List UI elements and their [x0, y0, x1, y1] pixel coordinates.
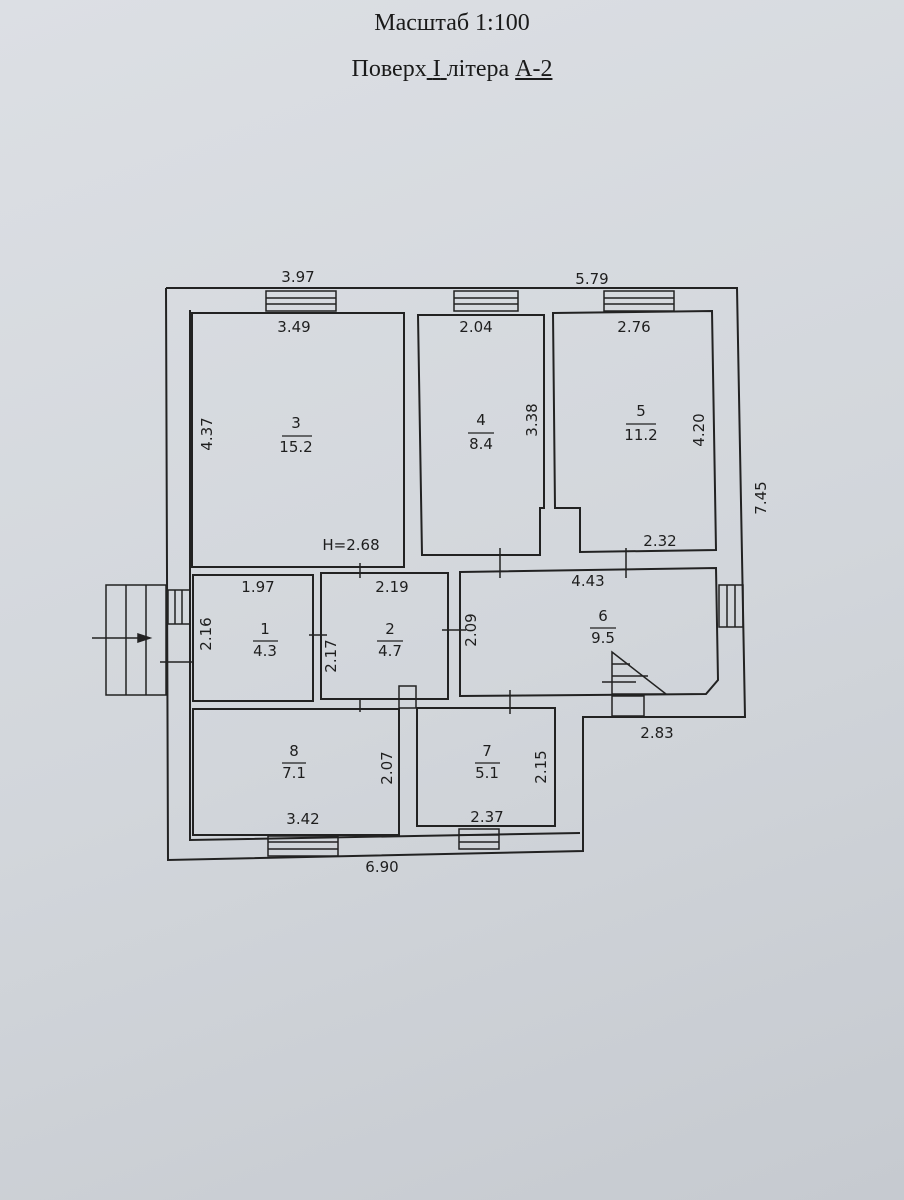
floor-label: Поверх I літера А-2 [0, 56, 904, 83]
ceiling-height: H=2.68 [322, 536, 379, 554]
area-underlines [253, 423, 656, 764]
room-3-number: 3 [291, 414, 301, 432]
room-4-area: 8.4 [469, 435, 493, 453]
dim-room7-right: 2.15 [532, 750, 550, 783]
room-8-walls [192, 708, 400, 836]
liter-value: А-2 [515, 56, 553, 82]
room-3-area: 15.2 [279, 438, 312, 456]
room-4-number: 4 [476, 411, 486, 429]
dim-outer-top-right: 5.79 [575, 270, 608, 288]
room-5-number: 5 [636, 402, 646, 420]
dim-outer-step: 2.83 [640, 724, 673, 742]
room-4-walls [416, 314, 545, 556]
room-6-area: 9.5 [591, 629, 615, 647]
outer-wall [165, 287, 747, 862]
dim-room4-right: 3.38 [523, 403, 541, 436]
stair-symbol [602, 650, 669, 717]
room-5-area: 11.2 [624, 426, 657, 444]
dimension-labels: 3.97 5.79 7.45 6.90 2.83 3.49 4.37 2.04 … [197, 268, 770, 876]
room-3-walls [191, 312, 405, 568]
window-symbols [167, 290, 744, 857]
liter-prefix: літера [446, 56, 510, 82]
room-6-number: 6 [598, 607, 608, 625]
dim-room3-left: 4.37 [198, 417, 216, 450]
room-1-walls [192, 574, 314, 702]
dim-room4-top: 2.04 [459, 318, 492, 336]
room-8-area: 7.1 [282, 764, 306, 782]
dim-room8-right: 2.07 [378, 751, 396, 784]
room-7-area: 5.1 [475, 764, 499, 782]
room-7-walls [416, 707, 556, 827]
dim-outer-top-left: 3.97 [281, 268, 314, 286]
dim-room1-left: 2.16 [197, 617, 215, 650]
room-1-number: 1 [260, 620, 270, 638]
dim-outer-right: 7.45 [752, 481, 770, 514]
floor-prefix: Поверх [351, 56, 427, 82]
dim-room6-top: 4.43 [571, 572, 604, 590]
entrance-steps [92, 584, 167, 696]
room-labels: 3 15.2 4 8.4 5 11.2 1 4.3 2 4.7 6 9.5 8 … [253, 402, 658, 782]
inner-outline [189, 310, 581, 842]
dim-room5-right: 4.20 [690, 413, 708, 446]
room-2-area: 4.7 [378, 642, 402, 660]
dim-room6-left: 2.09 [462, 613, 480, 646]
room-1-area: 4.3 [253, 642, 277, 660]
dim-room1-top: 1.97 [241, 578, 274, 596]
dim-room5-top: 2.76 [617, 318, 650, 336]
dim-room2-top: 2.19 [375, 578, 408, 596]
dim-room7-bottom: 2.37 [470, 808, 503, 826]
dim-room3-top: 3.49 [277, 318, 310, 336]
dim-outer-bottom: 6.90 [365, 858, 398, 876]
scale-label: Масштаб 1:100 [374, 10, 530, 36]
dim-room2-left: 2.17 [322, 639, 340, 672]
room-6-walls [459, 566, 720, 698]
room-7-number: 7 [482, 742, 492, 760]
room-2-walls [320, 572, 449, 700]
door-marks [160, 548, 627, 714]
dim-room8-bottom: 3.42 [286, 810, 319, 828]
floor-value: I [432, 56, 441, 82]
room-2-number: 2 [385, 620, 395, 638]
room-5-walls [551, 309, 718, 554]
room-8-number: 8 [289, 742, 299, 760]
dim-room5-bottom: 2.32 [643, 532, 676, 550]
